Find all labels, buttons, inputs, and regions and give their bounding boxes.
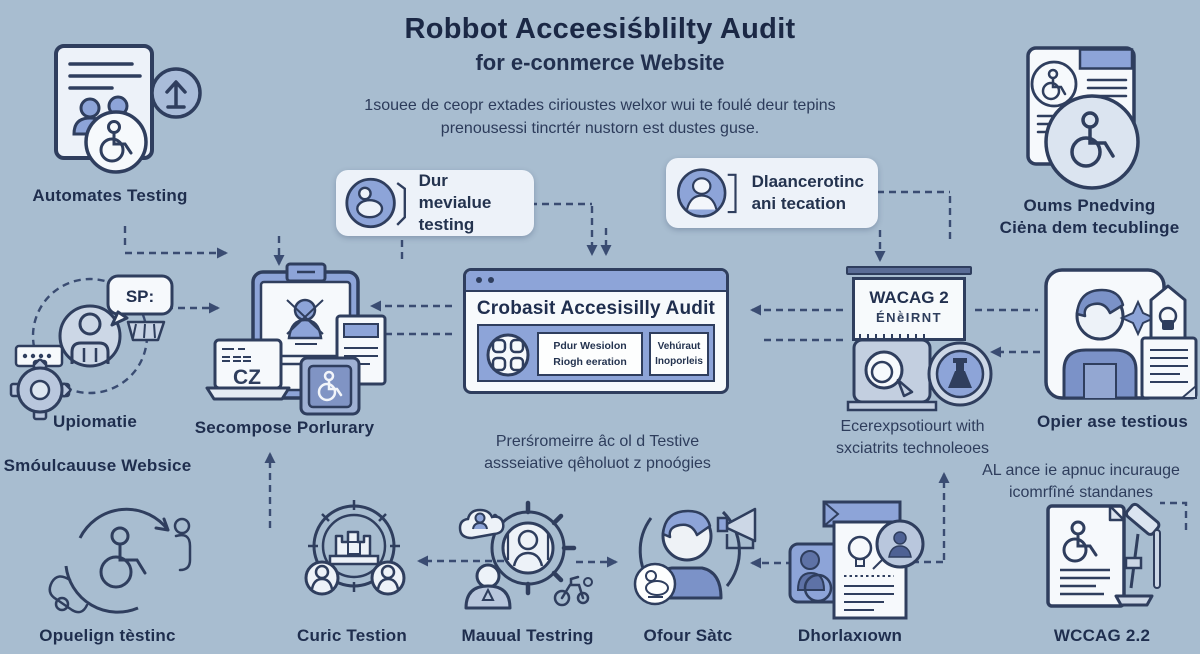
mini-window-icon	[14, 344, 64, 368]
wacag-caption-line2: sxciatrits technoleoes	[836, 439, 989, 457]
document-people-wheelchair-icon	[54, 44, 202, 174]
avatar-icon	[677, 168, 737, 218]
intro-text-line2: prenousessi tincrtér nustorn est dustes …	[440, 120, 760, 137]
intro-text-line1: 1souee de ceopr extades cirioustes welxo…	[364, 97, 836, 114]
recycle-wheelchair-icon	[48, 507, 192, 614]
board-top-bar	[846, 266, 972, 275]
clipboard-group: CZ	[205, 262, 387, 416]
browser-box1-line2: Riogh eeration	[553, 355, 627, 368]
window-dot	[476, 277, 482, 283]
review-callout-line2: testing	[418, 215, 475, 235]
person-badge-icon	[872, 519, 925, 570]
basket-icon	[126, 320, 166, 342]
window-dot	[488, 277, 494, 283]
flask-badge-icon	[927, 341, 993, 407]
browser-box-2: Vehúraut Inoporleis	[649, 332, 709, 376]
gear-person-icon	[458, 500, 593, 610]
doc-lightbulb-icon	[788, 500, 925, 620]
bottom-label-0: Opuelign tèstinc	[39, 626, 176, 645]
clipboard-label: Secompose Porlurary	[194, 418, 375, 437]
wacag-caption-line1: Ecerexpsotiourt with	[840, 418, 985, 435]
bottom-label-3: Ofour Sàtc	[643, 626, 733, 645]
accessibility-report-icon	[1026, 46, 1140, 190]
hair	[1075, 288, 1125, 318]
accessibility-card-icon	[299, 356, 361, 416]
expert-label: Opier ase testious	[1037, 412, 1188, 431]
target-building-icon	[304, 500, 406, 596]
laptop-screen-text: CZ	[233, 366, 261, 389]
chat-person-icon	[345, 177, 406, 229]
browser-titlebar	[466, 271, 726, 292]
wacag-subtitle: ÉNḕIRNT	[875, 310, 943, 325]
expert-caption-line2: icomrfîné standanes	[1008, 483, 1154, 501]
browser-box2-line1: Vehúraut	[657, 341, 701, 352]
page-subtitle: for e-conmerce Website	[475, 50, 725, 75]
browser-caption-line1: Prerśromeirre âc ol d Testive	[495, 433, 700, 450]
browser-box-1: Pdur Wesiolon Riogh eeration	[537, 332, 643, 376]
left-label-bottom: Smóulcauuse Websice	[3, 456, 192, 475]
sparkle-icon	[1119, 299, 1157, 337]
left-label-top: Upiomatie	[53, 412, 137, 431]
top-right-label-line1: Oums Pnedving	[1023, 196, 1156, 215]
wacag-title: WACAG 2	[869, 288, 949, 307]
expert-person-group	[1044, 268, 1198, 400]
gavel-icon	[1114, 502, 1161, 607]
report-doc-icon	[1140, 336, 1198, 400]
browser-window: Crobasit Accesisilly Audit Pdur Wesiolon…	[463, 268, 729, 394]
browser-caption-line2: assseiative qêholuot z pnoógies	[484, 454, 711, 472]
laptop-icon: CZ	[205, 338, 291, 401]
bottom-label-1: Curic Testion	[297, 626, 407, 645]
wacag-caption: Ecerexpsotiourt with sxciatrits technole…	[800, 416, 1025, 459]
globe-icon	[486, 333, 530, 377]
page-title: Robbot Acceesiśblilty Audit	[404, 13, 796, 45]
person-megaphone-icon	[633, 507, 757, 606]
bottom-label-2: Mauual Testring	[461, 626, 594, 645]
validation-callout-line1: Dlaancerotinc	[751, 171, 864, 191]
washer-magnifier-icon	[846, 334, 938, 412]
review-callout-line1: Dur mevialue	[418, 170, 492, 212]
browser-box2-line2: Inoporleis	[655, 356, 703, 367]
expert-caption-line1: AL ance ie apnuc incurauge	[982, 462, 1180, 479]
browser-caption: Prerśromeirre âc ol d Testive assseiativ…	[425, 431, 770, 474]
validation-callout-line2: ani tecation	[751, 194, 847, 213]
expert-caption: AL ance ie apnuc incurauge icomrfîné sta…	[962, 460, 1200, 503]
validation-callout: Dlaancerotinc ani tecation	[666, 158, 878, 228]
bottom-label-5: WCCAG 2.2	[1053, 626, 1151, 645]
doc-gavel-icon	[1046, 502, 1161, 608]
gear-icon	[9, 358, 72, 421]
scanner-flask-group	[846, 334, 993, 412]
sp-bubble-text: SP:	[126, 287, 154, 306]
speech-bubble: SP:	[106, 274, 174, 327]
browser-box1-line1: Pdur Wesiolon	[553, 340, 627, 352]
megaphone-icon	[716, 507, 757, 550]
person-circle-icon	[58, 304, 122, 368]
browser-content-panel: Pdur Wesiolon Riogh eeration Vehúraut In…	[477, 324, 715, 382]
top-right-label-line2: Ciėna dem tecublinge	[999, 218, 1180, 237]
review-callout: Dur mevialue testing	[336, 170, 534, 236]
browser-heading: Crobasit Accesisilly Audit	[476, 298, 716, 319]
user-gear-group: SP:	[9, 274, 174, 421]
bottom-label-4: Dhorlaxıown	[797, 626, 903, 645]
automated-testing-label: Automates Testing	[32, 186, 188, 205]
